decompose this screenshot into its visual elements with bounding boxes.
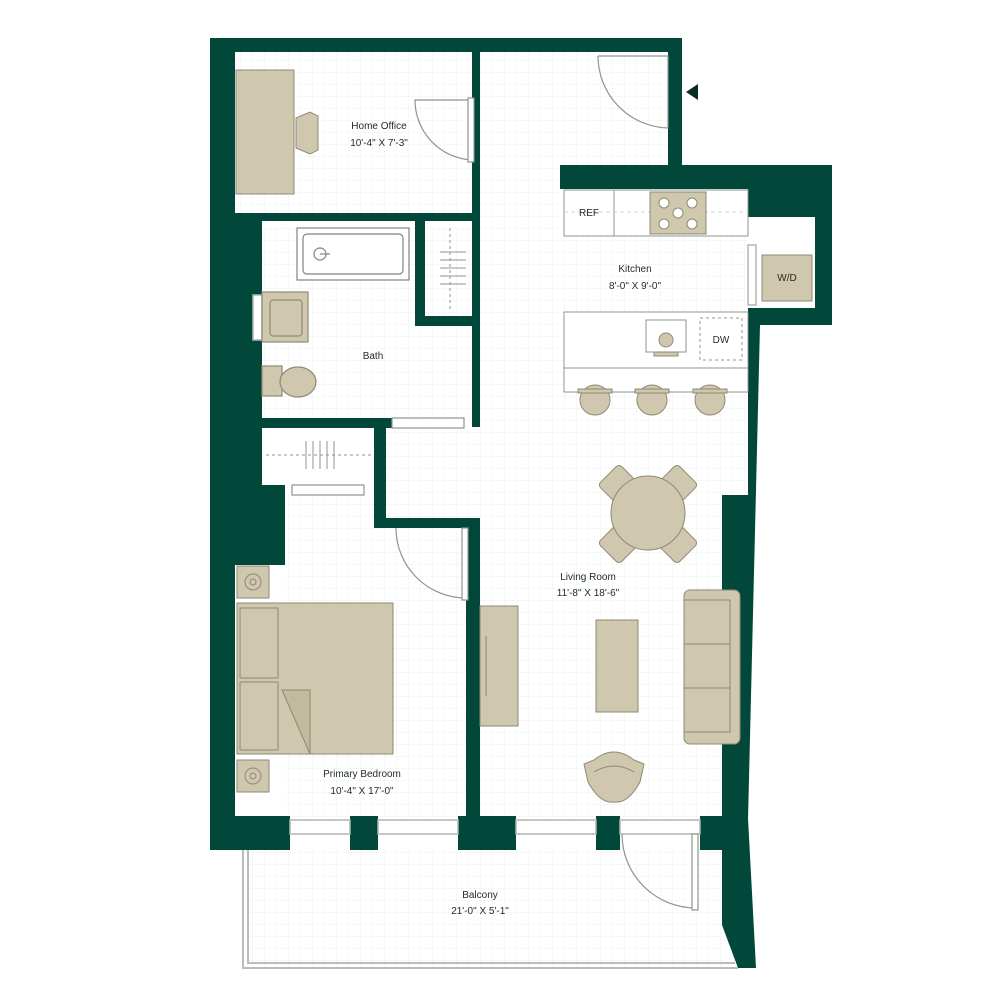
primary-bedroom-size: 10'-4" X 17'-0" — [330, 786, 394, 797]
living-room-name: Living Room — [560, 572, 616, 583]
ref-label: REF — [579, 208, 599, 219]
home-office-size: 10'-4" X 7'-3" — [350, 138, 408, 149]
doors — [291, 55, 699, 911]
balcony-size: 21'-0" X 5'-1" — [451, 906, 509, 917]
linen-closet — [440, 228, 466, 312]
dw-label: DW — [713, 335, 730, 346]
living-furniture — [479, 464, 741, 803]
wd-label: W/D — [777, 273, 796, 284]
balcony-name: Balcony — [462, 890, 498, 901]
balcony-outline — [242, 850, 738, 969]
living-room-size: 11'-8" X 18'-6" — [557, 588, 620, 599]
primary-bedroom-name: Primary Bedroom — [323, 769, 401, 780]
kitchen-name: Kitchen — [618, 264, 651, 275]
kitchen-fixtures — [563, 189, 813, 416]
bedroom-closet — [266, 441, 372, 469]
bath-fixtures — [261, 227, 410, 398]
entry-arrow-icon — [686, 84, 698, 100]
bath-name: Bath — [363, 351, 384, 362]
bedroom-furniture — [236, 565, 394, 793]
walls — [210, 38, 832, 968]
home-office-name: Home Office — [351, 121, 407, 132]
kitchen-size: 8'-0" X 9'-0" — [609, 281, 662, 292]
home-office-furniture — [235, 69, 319, 195]
room-labels: Home Office 10'-4" X 7'-3" REF Kitchen 8… — [323, 121, 797, 917]
